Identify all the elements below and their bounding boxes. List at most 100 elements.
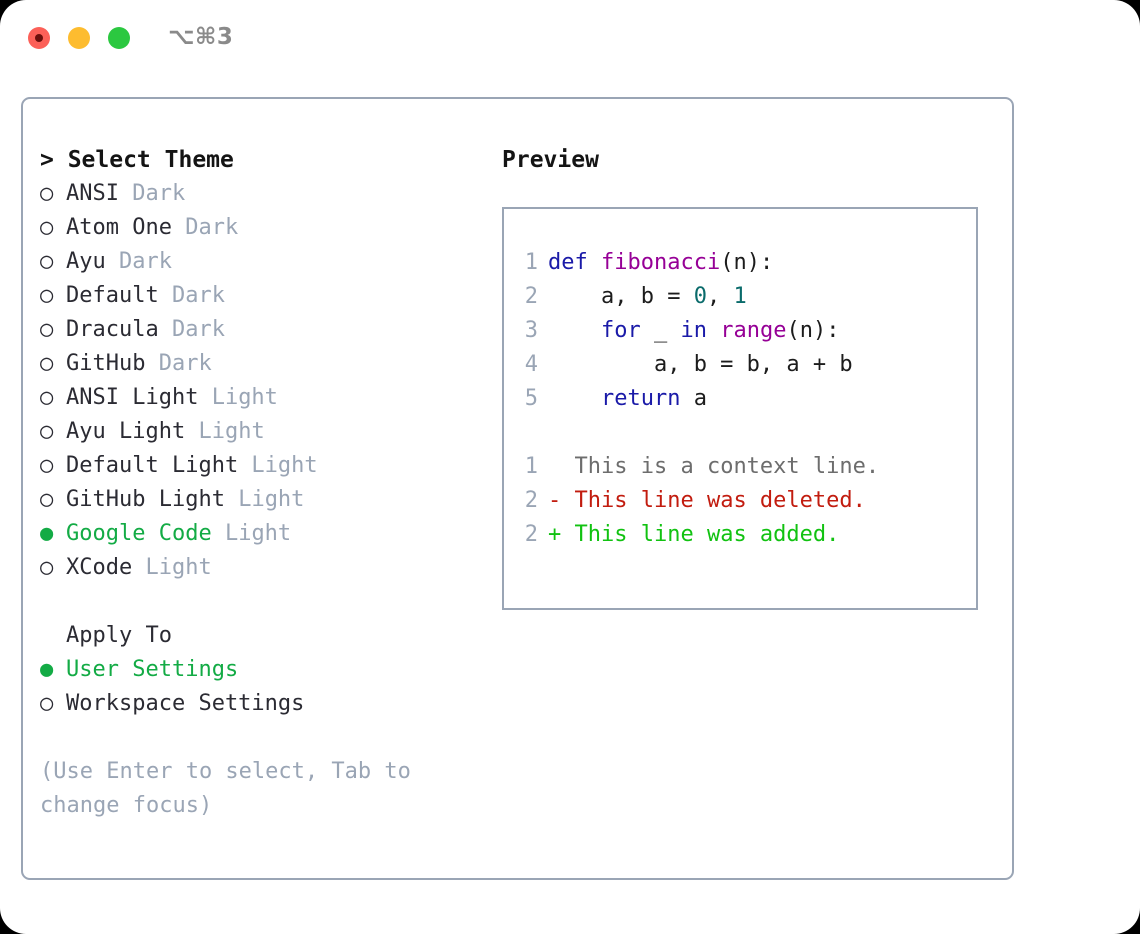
diff-text: This is a context line. — [574, 454, 880, 479]
radio-unselected-icon: ○ — [40, 283, 54, 308]
theme-variant-tag: Light — [132, 555, 212, 580]
code-token: _ — [640, 318, 681, 343]
diff-spacer — [561, 454, 574, 479]
window-titlebar: ⌥⌘3 — [0, 0, 1140, 76]
theme-options-list[interactable]: ○ANSI Dark○Atom One Dark○Ayu Dark○Defaul… — [40, 177, 480, 585]
code-token: (n): — [786, 318, 840, 343]
diff-spacer — [561, 488, 574, 513]
theme-option-label: XCode — [66, 555, 133, 580]
diff-marker: + — [548, 522, 562, 547]
theme-option-label: Dracula — [66, 317, 159, 342]
theme-option-xcode[interactable]: ○XCode Light — [40, 551, 480, 585]
code-token: for — [600, 318, 641, 343]
diff-sample: 1 This is a context line.2- This line wa… — [516, 450, 976, 552]
code-token: a, b = — [548, 284, 694, 309]
line-number: 2 — [524, 488, 538, 513]
preview-title: Preview — [502, 147, 599, 173]
theme-option-label: GitHub — [66, 351, 146, 376]
radio-unselected-icon: ○ — [40, 385, 54, 410]
theme-option-label: ANSI Light — [66, 385, 199, 410]
apply-to-section: Apply To ●User Settings ○ Workspace Settin… — [40, 619, 480, 721]
theme-option-google-code[interactable]: ●Google Code Light — [40, 517, 480, 551]
theme-variant-tag: Dark — [118, 181, 186, 206]
theme-option-github[interactable]: ○GitHub Dark — [40, 347, 480, 381]
code-token — [707, 318, 720, 343]
theme-variant-tag: Light — [224, 487, 305, 512]
theme-option-default-light[interactable]: ○Default Light Light — [40, 449, 480, 483]
code-token: in — [680, 318, 707, 343]
theme-option-github-light[interactable]: ○ GitHub Light Light — [40, 483, 480, 517]
diff-line: 2- This line was deleted. — [516, 484, 976, 518]
radio-unselected-icon: ○ — [40, 419, 54, 444]
theme-variant-tag: Dark — [158, 283, 225, 308]
theme-option-label: ANSI — [66, 181, 119, 206]
theme-option-ansi[interactable]: ○ ANSI Dark — [40, 177, 480, 211]
line-number: 2 — [524, 522, 538, 547]
keyboard-shortcut-label: ⌥⌘3 — [168, 24, 234, 50]
line-number: 4 — [524, 352, 538, 377]
theme-variant-tag: Light — [185, 419, 265, 444]
code-token: 1 — [733, 284, 747, 309]
code-token: return — [600, 386, 681, 411]
keyboard-hint-text: (Use Enter to select, Tab to change focu… — [40, 759, 411, 818]
line-number: 1 — [524, 250, 538, 275]
radio-unselected-icon: ○ — [40, 487, 54, 512]
theme-option-label: Default — [66, 283, 159, 308]
maximize-window-button[interactable] — [108, 27, 130, 49]
code-line: 5 return a — [516, 382, 976, 416]
main-content-panel: > Select Theme ○ANSI Dark○Atom One Dark○… — [21, 97, 1014, 880]
theme-variant-tag: Light — [238, 453, 318, 478]
apply-to-header: Apply To — [66, 623, 172, 648]
apply-to-option-label: Workspace Settings — [66, 691, 305, 716]
code-token: a, b = b, a + b — [548, 352, 853, 377]
theme-list-header: > Select Theme — [40, 147, 234, 173]
apply-to-option-user-settings[interactable]: ●User Settings — [40, 653, 480, 687]
line-number: 5 — [524, 386, 538, 411]
theme-option-ansi-light[interactable]: ○ ANSI Light Light — [40, 381, 480, 415]
code-token: 0 — [693, 284, 707, 309]
code-token: a — [680, 386, 707, 411]
theme-variant-tag: Dark — [158, 317, 225, 342]
theme-variant-tag: Light — [198, 385, 278, 410]
line-number: 1 — [524, 454, 538, 479]
theme-option-ayu-light[interactable]: ○ Ayu Light Light — [40, 415, 480, 449]
radio-unselected-icon: ○ — [40, 215, 54, 240]
theme-option-label: GitHub Light — [66, 487, 225, 512]
theme-option-atom-one[interactable]: ○ Atom One Dark — [40, 211, 480, 245]
minimize-window-button[interactable] — [68, 27, 90, 49]
code-line: 2 a, b = 0, 1 — [516, 280, 976, 314]
radio-unselected-icon: ○ — [40, 691, 54, 716]
code-token — [548, 386, 601, 411]
radio-selected-icon: ● — [40, 521, 54, 546]
spacer — [516, 416, 976, 450]
theme-option-ayu[interactable]: ○Ayu Dark — [40, 245, 480, 279]
theme-selection-column: > Select Theme ○ANSI Dark○Atom One Dark○… — [40, 143, 480, 823]
theme-option-label: Atom One — [66, 215, 172, 240]
radio-unselected-icon: ○ — [40, 181, 54, 206]
theme-option-dracula[interactable]: ○ Dracula Dark — [40, 313, 480, 347]
line-number: 3 — [524, 318, 538, 343]
diff-line: 1 This is a context line. — [516, 450, 976, 484]
diff-marker — [548, 454, 561, 479]
code-token: def — [548, 250, 601, 275]
code-line: 3 for _ in range(n): — [516, 314, 976, 348]
radio-unselected-icon: ○ — [40, 317, 54, 342]
radio-unselected-icon: ○ — [40, 351, 54, 376]
code-token — [548, 318, 601, 343]
diff-text: This line was added. — [574, 522, 840, 547]
theme-option-label: Ayu — [66, 249, 106, 274]
theme-option-label: Ayu Light — [66, 419, 186, 444]
apply-to-options-list[interactable]: ●User Settings ○ Workspace Settings — [40, 653, 480, 721]
apply-to-option-workspace-settings[interactable]: ○ Workspace Settings — [40, 687, 480, 721]
close-icon — [35, 34, 43, 42]
radio-unselected-icon: ○ — [40, 249, 54, 274]
theme-option-default[interactable]: ○ Default Dark — [40, 279, 480, 313]
theme-variant-tag: Dark — [171, 215, 239, 240]
theme-option-label: Google Code — [66, 521, 212, 546]
radio-unselected-icon: ○ — [40, 453, 54, 478]
diff-line: 2 + This line was added. — [516, 518, 976, 552]
diff-marker: - — [548, 488, 562, 513]
